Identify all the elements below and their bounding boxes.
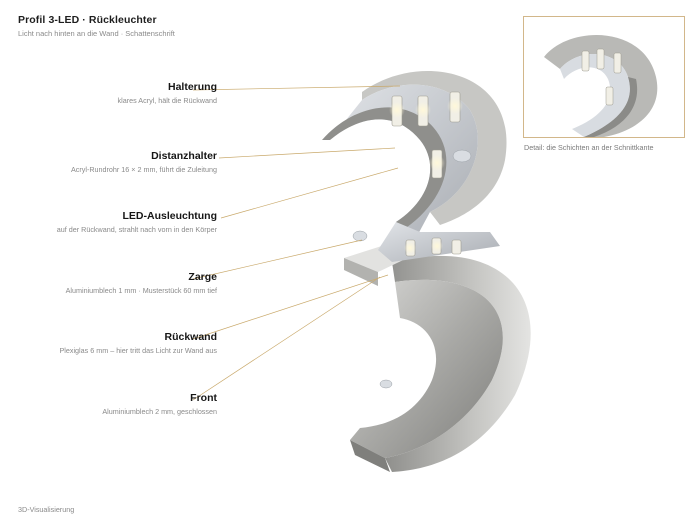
standoffs [352, 149, 472, 389]
upper-bowl-interior [330, 84, 478, 238]
label-zarge-name: Zarge [188, 271, 217, 283]
label-led-desc: auf der Rückwand, strahlt nach vorn in d… [56, 225, 217, 234]
label-halterung-desc: klares Acryl, hält die Rückwand [117, 96, 217, 105]
label-halterung-name: Halterung [167, 81, 217, 93]
lower-bowl-side [385, 255, 531, 472]
label-front: Front Aluminiumblech 2 mm, geschlossen [102, 392, 217, 416]
led-glow [389, 98, 463, 254]
upper-bowl-wall [362, 70, 507, 225]
leader-lines [192, 85, 401, 401]
bottom-tail [350, 440, 390, 472]
label-zarge-desc: Aluminiumblech 1 mm · Musterstück 60 mm … [65, 286, 217, 295]
label-distanzhalter-name: Distanzhalter [151, 150, 217, 162]
label-distanzhalter-desc: Acryl-Rundrohr 16 × 2 mm, führt die Zule… [70, 165, 217, 174]
lower-bowl-front [350, 279, 503, 458]
label-rueckwand-desc: Plexiglas 6 mm – hier tritt das Licht zu… [59, 346, 217, 355]
footer-note: 3D-Visualisierung [18, 505, 75, 514]
label-distanzhalter: Distanzhalter Acryl-Rundrohr 16 × 2 mm, … [71, 150, 217, 174]
page-title: Profil 3-LED · Rückleuchter [18, 14, 157, 26]
label-halterung: Halterung klares Acryl, hält die Rückwan… [118, 81, 217, 105]
inset-caption: Detail: die Schichten an der Schnittkant… [524, 143, 654, 152]
label-rueckwand-name: Rückwand [164, 331, 217, 343]
page-subtitle: Licht nach hinten an die Wand · Schatten… [18, 29, 175, 38]
detail-inset-image [544, 35, 658, 137]
label-zarge: Zarge Aluminiumblech 1 mm · Musterstück … [66, 271, 217, 295]
header: Profil 3-LED · Rückleuchter Licht nach h… [18, 14, 175, 38]
mid-connector-side [344, 258, 378, 286]
label-front-desc: Aluminiumblech 2 mm, geschlossen [102, 407, 217, 416]
detail-inset [523, 16, 685, 138]
label-led-name: LED-Ausleuchtung [122, 210, 218, 222]
label-front-name: Front [190, 392, 217, 404]
label-led: LED-Ausleuchtung auf der Rückwand, strah… [57, 210, 217, 234]
label-rueckwand: Rückwand Plexiglas 6 mm – hier tritt das… [59, 331, 217, 355]
